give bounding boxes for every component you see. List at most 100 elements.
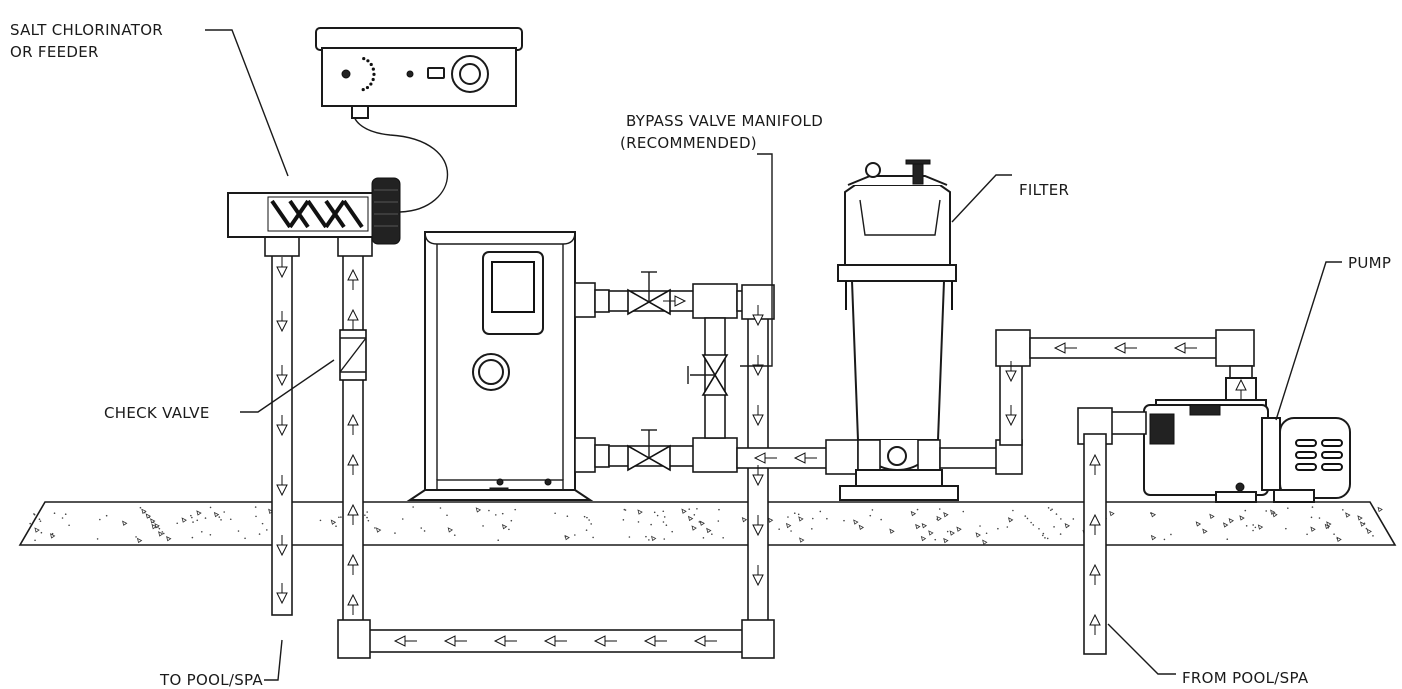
ground-speckle [717, 520, 720, 522]
ground-speckle [869, 514, 872, 517]
flow-arrow-head [1089, 563, 1101, 576]
ground-speckle [447, 527, 454, 533]
ground-speckle [722, 536, 724, 539]
ground-speckle [1257, 524, 1264, 530]
ground-speckle [928, 530, 934, 536]
ground-speckle [420, 527, 423, 529]
ground-speckle [423, 530, 426, 532]
ground-slab [18, 501, 1397, 546]
flow-arrow-head [693, 635, 706, 647]
flow-arrow-head [543, 635, 556, 647]
ground-speckle [1244, 509, 1247, 512]
ground-speckle [653, 511, 656, 514]
flow-arrow-head [347, 308, 359, 321]
ground-speckle [985, 532, 988, 535]
ground-speckle [671, 530, 673, 533]
ground-speckle [53, 512, 56, 515]
chlorinator-control-box [315, 27, 523, 119]
ground-speckle [439, 507, 442, 509]
ground-speckle [663, 516, 666, 518]
ground-speckle [40, 531, 43, 534]
ground-speckle [1170, 533, 1172, 536]
ground-speckle [889, 528, 895, 534]
ground-speckle [853, 519, 859, 525]
ground-speckle [366, 511, 368, 513]
ground-speckle [1306, 533, 1308, 536]
ground-speckle [1377, 506, 1383, 513]
ground-speckle [1333, 533, 1335, 535]
ground-speckle [148, 516, 150, 519]
ground-speckle [412, 506, 414, 508]
ground-speckle [592, 536, 594, 539]
ground-speckle [319, 519, 322, 522]
ground-speckle [637, 509, 643, 515]
heater-unit [406, 231, 610, 501]
ground-speckle [916, 508, 919, 511]
pump-to-filter-pipe [995, 329, 1255, 446]
ground-speckle [1150, 512, 1152, 514]
ground-speckle [1239, 515, 1245, 521]
ground-speckle [162, 532, 165, 535]
flow-arrow-head [393, 635, 406, 647]
ground-speckle [488, 509, 490, 512]
dial-dots [361, 56, 376, 92]
filter-unit [837, 159, 1023, 501]
ground-speckle [975, 532, 981, 538]
ground-speckle [68, 524, 70, 527]
ground-speckle [702, 537, 705, 539]
flow-arrow-head [1235, 378, 1247, 391]
ground-speckle [1318, 517, 1321, 519]
text-labels: SALT CHLORINATOR OR FEEDER BYPASS VALVE … [10, 21, 1391, 689]
dial-dot [371, 67, 375, 71]
ground-speckle [254, 506, 257, 508]
ground-speckle [1042, 532, 1045, 535]
ground-speckle [790, 530, 792, 532]
ground-speckle [218, 516, 221, 518]
ground-speckle [880, 518, 882, 521]
ground-speckle [152, 521, 155, 524]
ground-speckles [29, 506, 1383, 546]
pump-unit [1077, 377, 1351, 655]
ground-speckle [1049, 509, 1052, 512]
ground-speckle [39, 520, 42, 522]
ground-speckle [514, 508, 517, 511]
ground-speckle [33, 513, 36, 516]
ground-speckle [213, 511, 220, 518]
ground-speckle [564, 535, 567, 538]
ground-speckle [401, 518, 404, 520]
ground-speckle [494, 514, 497, 516]
label-pump: PUMP [1348, 254, 1391, 272]
flow-arrow-head [753, 452, 766, 464]
ground-speckle [1366, 528, 1372, 535]
label-to-pool-spa: TO POOL/SPA [159, 671, 263, 689]
ground-speckle [1012, 509, 1014, 512]
ground-speckle [663, 538, 666, 540]
ground-speckle [1195, 521, 1202, 527]
ground-speckle [229, 518, 232, 521]
ground-speckle [158, 527, 161, 530]
ground-speckle [826, 517, 828, 520]
ground-speckle [196, 510, 202, 516]
ground-speckle [1024, 515, 1027, 517]
ground-speckle [1245, 525, 1248, 527]
ground-speckle [586, 516, 588, 519]
ground-speckle [585, 529, 588, 531]
ground-speckle [340, 516, 342, 518]
ground-speckle [510, 519, 513, 522]
flow-arrow-head [643, 635, 656, 647]
ground-speckle [192, 521, 194, 523]
ground-speckle [1006, 526, 1009, 528]
ground-speckle [741, 516, 748, 523]
ground-speckle [1044, 537, 1046, 539]
dial-dot [365, 85, 370, 90]
ground-speckle [982, 539, 988, 545]
ground-speckle [330, 519, 337, 525]
ground-speckle [1285, 527, 1287, 530]
ground-speckle [785, 522, 792, 529]
ground-speckle [136, 537, 143, 544]
flow-arrow-head [1089, 613, 1101, 626]
ground-speckle [1228, 517, 1235, 524]
ground-speckle [934, 538, 937, 541]
ground-speckle [497, 539, 500, 542]
flow-arrow-head [276, 544, 288, 557]
